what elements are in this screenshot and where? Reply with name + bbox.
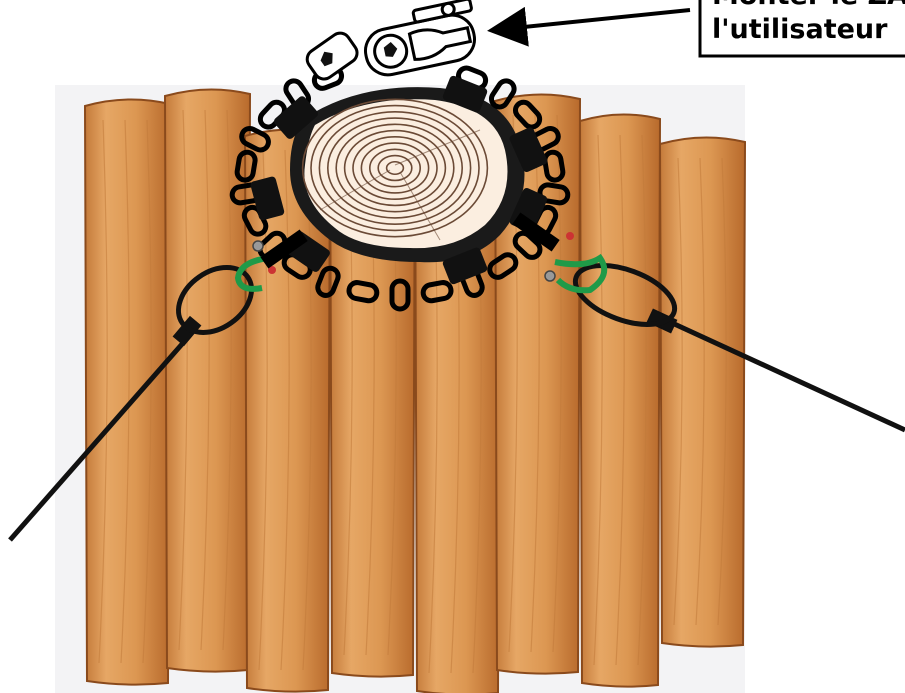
ratchet-tensioner-icon: [305, 0, 476, 81]
wire-rope-icon: [8, 263, 905, 542]
wood-grain: [200, 109, 210, 651]
growth-ring: [301, 98, 489, 238]
chain-pad: [274, 96, 318, 139]
wood-grain: [593, 134, 603, 666]
log-cross-section-icon: [290, 87, 525, 263]
right-wire-rope: [668, 319, 905, 433]
shackle-icon: [234, 212, 608, 294]
callout-box: Monter le ZA l'utilisateur: [698, 0, 905, 58]
chain-link: [420, 280, 454, 304]
chain-link: [512, 99, 543, 130]
growth-ring: [352, 136, 438, 201]
chain-sling-icon: [229, 65, 571, 312]
wood-grain: [695, 157, 705, 626]
wood-grain: [717, 157, 727, 626]
wood-grain: [222, 109, 232, 651]
growth-ring: [377, 154, 413, 182]
growth-ring: [368, 148, 421, 188]
chain-link: [488, 78, 517, 110]
wood-plank: [578, 113, 662, 688]
left-wire-rope: [8, 333, 192, 542]
growth-ring: [310, 104, 480, 232]
growth-ring: [385, 160, 405, 176]
growth-ring: [343, 129, 447, 207]
wood-grain: [178, 109, 188, 651]
left-rope-ferrule: [172, 315, 202, 347]
right-rope-eye: [572, 263, 678, 327]
left-shackle: [234, 255, 269, 292]
chain-link: [315, 265, 341, 298]
wood-grain: [530, 114, 540, 653]
wood-grain: [98, 119, 108, 664]
right-shackle: [554, 253, 608, 294]
callout-line-2: l'utilisateur: [712, 14, 888, 45]
arrow-left-icon: [487, 6, 691, 47]
log-face: [304, 99, 508, 249]
chain-link: [389, 278, 411, 312]
chain-pad: [442, 75, 488, 113]
chain-link: [234, 149, 258, 183]
growth-ring: [318, 111, 472, 225]
chain-pad: [509, 127, 548, 172]
wood-grain: [120, 119, 130, 664]
wood-grain: [637, 134, 647, 666]
chain-link: [346, 280, 380, 304]
chain-link: [542, 149, 566, 183]
growth-ring: [335, 123, 455, 213]
wood-grain: [302, 149, 312, 671]
chain-link: [487, 252, 519, 280]
log-growth-rings: [301, 98, 489, 238]
chain-link: [537, 182, 571, 206]
chain-link: [239, 125, 271, 153]
wood-grain: [615, 134, 625, 666]
growth-ring: [326, 117, 463, 219]
chain-pad: [250, 176, 285, 221]
wood-grain: [142, 119, 152, 664]
wood-grain: [280, 149, 290, 671]
wood-grain: [673, 157, 683, 626]
wood-grain: [552, 114, 562, 653]
growth-ring: [360, 142, 430, 194]
callout-line-1: Monter le ZA: [712, 0, 905, 11]
ratchet-handle: [407, 25, 473, 61]
chain-pad: [442, 247, 488, 285]
chain-link: [512, 230, 543, 260]
left-rope-eye: [176, 265, 254, 335]
